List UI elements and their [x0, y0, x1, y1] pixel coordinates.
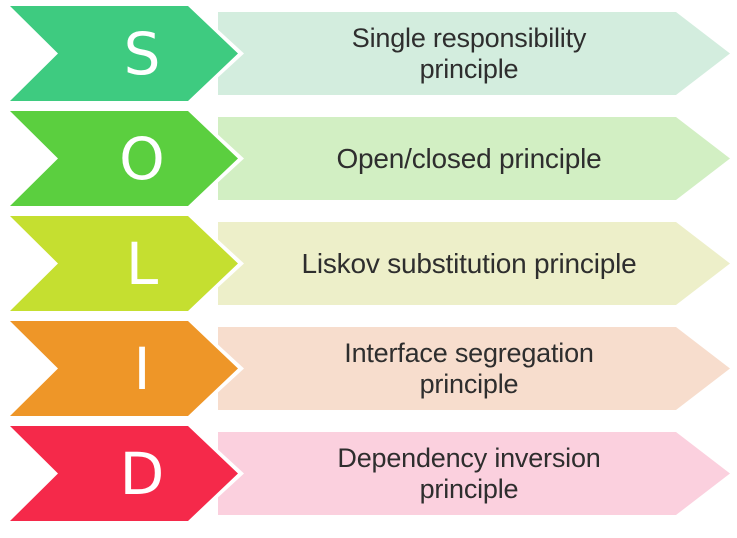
- solid-row-d: D Dependency inversion principle: [0, 422, 737, 525]
- solid-row-o: O Open/closed principle: [0, 107, 737, 210]
- principle-banner-d: [218, 432, 730, 515]
- letter-chevron-i: I: [10, 321, 238, 416]
- solid-row-l: L Liskov substitution principle: [0, 212, 737, 315]
- solid-row-i: I Interface segregation principle: [0, 317, 737, 420]
- acronym-letter-s: S: [123, 19, 161, 88]
- letter-chevron-o: O: [10, 111, 238, 206]
- principle-banner-i: [218, 327, 730, 410]
- principle-label-d: Dependency inversion principle: [337, 443, 601, 504]
- acronym-letter-d: D: [119, 439, 165, 508]
- principle-label-s: Single responsibility principle: [351, 23, 587, 84]
- principle-banner-l: [218, 222, 730, 305]
- principle-label-i: Interface segregation principle: [344, 338, 594, 399]
- principle-banner-o: [218, 117, 730, 200]
- principle-label-l: Liskov substitution principle: [301, 247, 637, 279]
- solid-row-s: S Single responsibility principle: [0, 2, 737, 105]
- principle-banner-s: [218, 12, 730, 95]
- acronym-letter-l: L: [125, 229, 159, 298]
- acronym-letter-i: I: [133, 334, 151, 403]
- acronym-letter-o: O: [119, 124, 165, 193]
- principle-label-o: Open/closed principle: [336, 142, 602, 174]
